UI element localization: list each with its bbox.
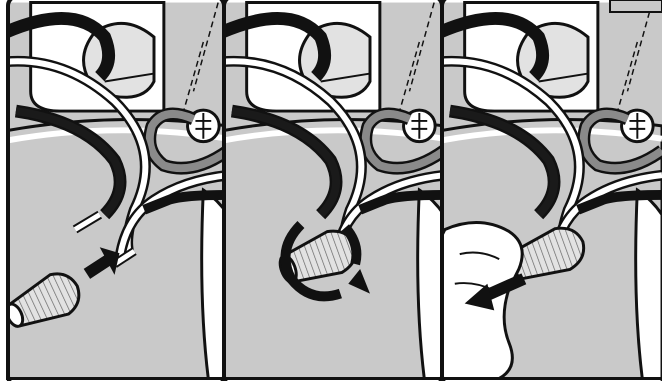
- panel-step-2: [222, 3, 444, 379]
- panel-step-1: [0, 3, 228, 379]
- corner-tab: [610, 0, 662, 12]
- panel-step-3: [440, 3, 662, 379]
